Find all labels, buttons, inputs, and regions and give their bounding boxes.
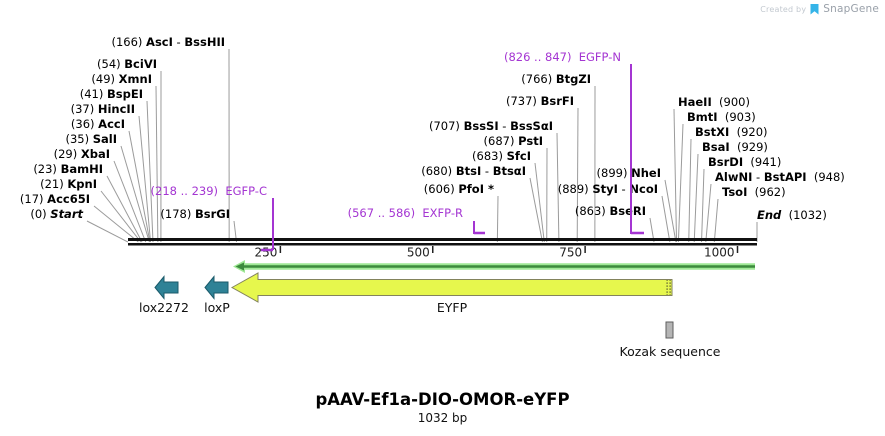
orf-arrow[interactable] <box>233 260 755 273</box>
site-leader-KpnI <box>100 190 142 243</box>
site-label-BsaI[interactable]: BsaI (929) <box>702 140 768 154</box>
site-label-SalI[interactable]: (35) SalI <box>65 132 117 146</box>
site-label-AscI-BssHII[interactable]: (166) AscI - BssHII <box>111 35 225 49</box>
site-label-BseRI[interactable]: (863) BseRI <box>575 204 646 218</box>
site-leader-HincII <box>138 115 152 243</box>
site-leader-SfcI <box>534 162 545 243</box>
feature-label-lox2272: lox2272 <box>139 300 189 315</box>
site-leader-Start <box>86 220 129 243</box>
site-leader-Acc65I <box>93 205 139 243</box>
site-leader-BamHI <box>106 175 143 243</box>
site-label-BsrDI[interactable]: BsrDI (941) <box>708 155 781 169</box>
site-leader-BsaI <box>693 153 699 243</box>
created-by-text: Created by <box>760 4 807 14</box>
site-leader-PfoI- <box>496 195 499 243</box>
feature-arrow-EYFP[interactable]: EYFP <box>230 272 673 315</box>
site-label-XmnI[interactable]: (49) XmnI <box>91 72 152 86</box>
feature-label-Kozak-sequence: Kozak sequence <box>620 344 721 359</box>
feature-label-EYFP: EYFP <box>437 300 468 315</box>
site-leader-HaeII <box>673 108 678 243</box>
site-leader-BssSI-BssS-I <box>556 132 560 243</box>
site-label-BtsI-Bts-I[interactable]: (680) BtsI - BtsαI <box>421 164 526 178</box>
site-leader-AccI <box>128 130 151 243</box>
site-label-PfoI-[interactable]: (606) PfoI * <box>424 182 494 196</box>
site-leader-BtsI-Bts-I <box>529 177 543 243</box>
feature-label-loxP: loxP <box>204 300 230 315</box>
primer-label-EGFP-N[interactable]: (826 .. 847) EGFP-N <box>504 50 621 64</box>
site-label-StyI-NcoI[interactable]: (889) StyI - NcoI <box>558 182 658 196</box>
site-label-Start[interactable]: (0) Start <box>30 207 83 221</box>
snapgene-brand-text: SnapGene <box>823 3 879 15</box>
ruler-label-1000: 1000 <box>704 246 735 260</box>
map-title-block: pAAV-Ef1a-DIO-OMOR-eYFP 1032 bp <box>0 390 885 426</box>
site-label-BssSI-BssS-I[interactable]: (707) BssSI - BssSαI <box>429 119 553 133</box>
site-label-Acc65I[interactable]: (17) Acc65I <box>20 192 90 206</box>
snapgene-logo-icon <box>810 3 819 15</box>
site-label-BstXI[interactable]: BstXI (920) <box>695 125 768 139</box>
site-label-End[interactable]: End (1032) <box>757 208 827 222</box>
site-leader-StyI-NcoI <box>661 195 671 243</box>
site-label-HaeII[interactable]: HaeII (900) <box>678 95 750 109</box>
site-label-HincII[interactable]: (37) HincII <box>71 102 135 116</box>
plasmid-length: 1032 bp <box>417 411 468 426</box>
site-label-BamHI[interactable]: (23) BamHI <box>33 162 103 176</box>
site-label-PstI[interactable]: (687) PstI <box>484 134 543 148</box>
feature-arrow-lox2272[interactable]: lox2272 <box>139 275 189 316</box>
primer-EGFP-N[interactable]: (826 .. 847) EGFP-N <box>504 50 644 235</box>
primer-label-EGFP-C[interactable]: (218 .. 239) EGFP-C <box>151 184 267 198</box>
site-leader-BstXI <box>688 138 692 243</box>
site-label-XbaI[interactable]: (29) XbaI <box>54 147 110 161</box>
site-leader-AlwNI-BstAPI <box>705 183 712 243</box>
site-label-SfcI[interactable]: (683) SfcI <box>472 149 531 163</box>
watermark: Created by SnapGene <box>760 3 879 15</box>
site-label-KpnI[interactable]: (21) KpnI <box>40 177 97 191</box>
site-leader-BspEI <box>146 100 154 243</box>
primer-EXFP-R[interactable]: (567 .. 586) EXFP-R <box>348 206 485 235</box>
site-leader-SalI <box>120 145 150 243</box>
site-label-BsrFI[interactable]: (737) BsrFI <box>506 94 574 108</box>
site-label-BsrGI[interactable]: (178) BsrGI <box>160 207 230 221</box>
feature-box-Kozak-sequence[interactable]: Kozak sequence <box>620 321 721 359</box>
site-leader-BsrFI <box>576 107 579 243</box>
site-label-NheI[interactable]: (899) NheI <box>597 166 661 180</box>
primer-EGFP-C[interactable]: (218 .. 239) EGFP-C <box>151 184 274 252</box>
feature-arrow-loxP[interactable]: loxP <box>204 275 230 316</box>
site-label-AccI[interactable]: (36) AccI <box>71 117 125 131</box>
site-label-BmtI[interactable]: BmtI (903) <box>687 110 756 124</box>
primer-label-EXFP-R[interactable]: (567 .. 586) EXFP-R <box>348 206 463 220</box>
sequence-bar-bottom <box>128 243 757 246</box>
ruler-label-500: 500 <box>407 246 430 260</box>
sequence-bar-top <box>128 238 757 241</box>
site-leader-XmnI <box>155 85 159 243</box>
plasmid-name: pAAV-Ef1a-DIO-OMOR-eYFP <box>315 390 570 409</box>
site-leader-XbaI <box>113 160 147 243</box>
site-label-TsoI[interactable]: TsoI (962) <box>722 185 786 199</box>
site-leader-BmtI <box>677 123 684 243</box>
site-leader-NheI <box>664 179 677 243</box>
site-label-BspEI[interactable]: (41) BspEI <box>80 87 143 101</box>
site-label-BciVI[interactable]: (54) BciVI <box>97 57 157 71</box>
ruler-label-750: 750 <box>559 246 582 260</box>
site-label-AlwNI-BstAPI[interactable]: AlwNI - BstAPI (948) <box>715 170 845 184</box>
site-leader-BsrDI <box>701 168 705 243</box>
site-leader-TsoI <box>713 198 719 243</box>
site-label-BtgZI[interactable]: (766) BtgZI <box>521 72 591 86</box>
